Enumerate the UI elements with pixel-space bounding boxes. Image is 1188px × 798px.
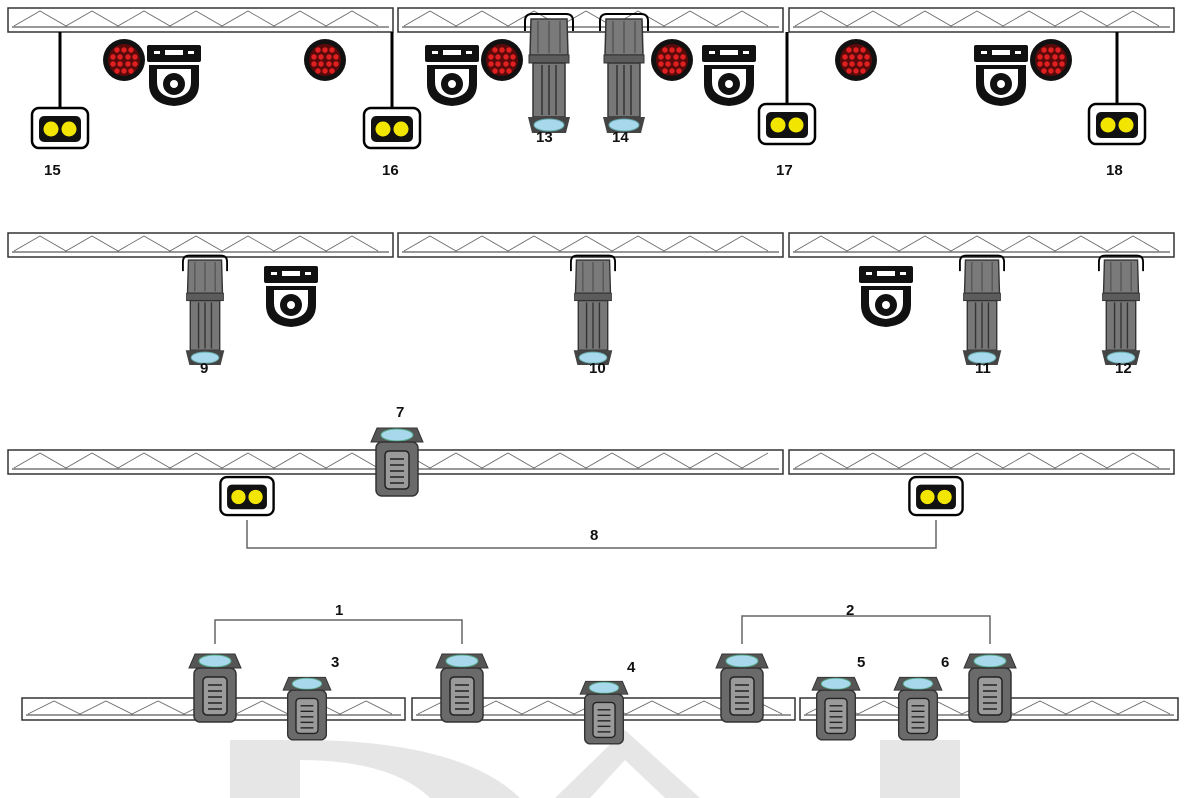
group-bracket-8 bbox=[246, 520, 937, 549]
profile-spot-icon bbox=[569, 254, 617, 366]
fresnel-icon bbox=[715, 653, 769, 723]
led-blinder-icon bbox=[481, 39, 523, 81]
profile-spot-icon bbox=[181, 254, 229, 366]
moving-head-icon bbox=[264, 266, 318, 327]
led-par-icon bbox=[1087, 102, 1147, 146]
fixture-label-11: 11 bbox=[975, 360, 991, 377]
fixture-label-7: 7 bbox=[396, 404, 404, 421]
fixture-label-14: 14 bbox=[612, 129, 629, 146]
led-blinder-icon bbox=[835, 39, 877, 81]
fixture-label-10: 10 bbox=[589, 360, 606, 377]
fixture-label-17: 17 bbox=[776, 162, 793, 179]
fresnel-icon bbox=[435, 653, 489, 723]
fresnel-icon bbox=[963, 653, 1017, 723]
fresnel-icon bbox=[370, 427, 424, 497]
truss-row2-center bbox=[397, 232, 784, 258]
led-blinder-icon bbox=[103, 39, 145, 81]
led-par-icon bbox=[30, 106, 90, 150]
moving-head-icon bbox=[702, 45, 756, 106]
fixture-label-1: 1 bbox=[335, 602, 343, 619]
fixture-label-4: 4 bbox=[627, 659, 636, 676]
fresnel-icon bbox=[282, 676, 332, 741]
watermark-logo-icon bbox=[230, 730, 960, 798]
profile-spot-icon bbox=[524, 13, 574, 134]
profile-spot-icon bbox=[958, 254, 1006, 366]
fixture-label-6: 6 bbox=[941, 654, 949, 671]
fixture-label-15: 15 bbox=[44, 162, 61, 179]
fresnel-icon bbox=[811, 676, 861, 741]
truss-row1-left bbox=[7, 7, 394, 33]
fresnel-icon bbox=[893, 676, 943, 741]
fixture-label-18: 18 bbox=[1106, 162, 1123, 179]
fixture-label-5: 5 bbox=[857, 654, 865, 671]
fixture-label-16: 16 bbox=[382, 162, 399, 179]
fixture-label-13: 13 bbox=[536, 129, 553, 146]
truss-row1-right bbox=[788, 7, 1175, 33]
fixture-label-8: 8 bbox=[590, 527, 598, 544]
led-blinder-icon bbox=[304, 39, 346, 81]
group-bracket-2 bbox=[741, 615, 991, 644]
fixture-group bbox=[30, 13, 1147, 745]
fixture-label-3: 3 bbox=[331, 654, 339, 671]
moving-head-icon bbox=[859, 266, 913, 327]
moving-head-icon bbox=[147, 45, 201, 106]
fixture-label-2: 2 bbox=[846, 602, 854, 619]
led-blinder-icon bbox=[1030, 39, 1072, 81]
truss-row2-left bbox=[7, 232, 394, 258]
truss-row3-right bbox=[788, 449, 1175, 475]
truss-row1-center bbox=[397, 7, 784, 33]
fixture-label-9: 9 bbox=[200, 360, 208, 377]
group-bracket-1 bbox=[214, 619, 463, 644]
led-par-icon bbox=[908, 475, 964, 517]
moving-head-icon bbox=[974, 45, 1028, 106]
fixture-label-12: 12 bbox=[1115, 360, 1132, 377]
fresnel-icon bbox=[579, 680, 629, 745]
fresnel-icon bbox=[188, 653, 242, 723]
truss-row2-right bbox=[788, 232, 1175, 258]
moving-head-icon bbox=[425, 45, 479, 106]
profile-spot-icon bbox=[599, 13, 649, 134]
led-blinder-icon bbox=[651, 39, 693, 81]
led-par-icon bbox=[219, 475, 275, 517]
led-par-icon bbox=[757, 102, 817, 146]
profile-spot-icon bbox=[1098, 254, 1144, 366]
led-par-icon bbox=[362, 106, 422, 150]
